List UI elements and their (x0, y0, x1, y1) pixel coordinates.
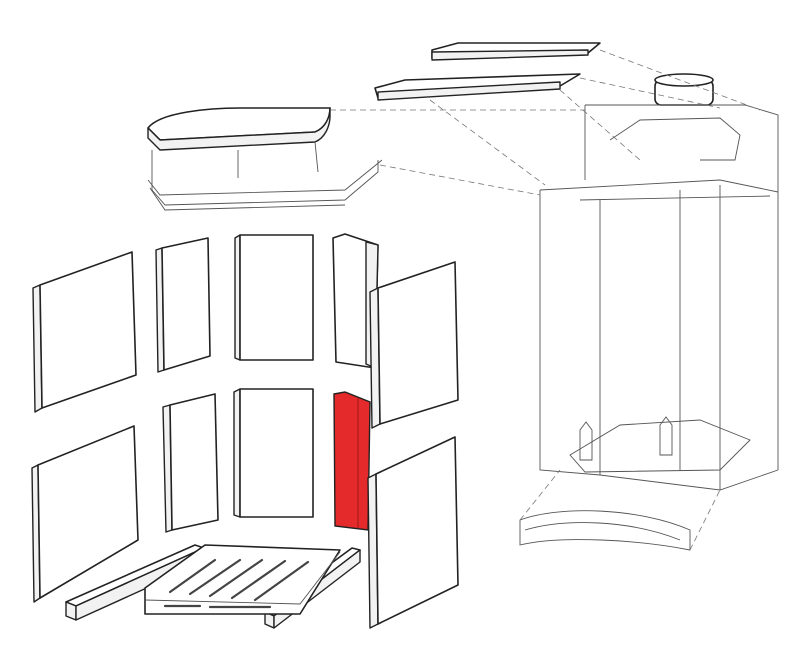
rear-lower-narrow-left-firebrick (162, 393, 219, 533)
stove-body (539, 73, 779, 491)
rear-lower-center-firebrick (233, 388, 314, 518)
rear-upper-center-firebrick (234, 234, 314, 361)
baffle-tray (147, 141, 383, 211)
left-upper-firebrick (32, 251, 137, 413)
ash-pan (519, 510, 691, 551)
explosion-guide-lines (330, 49, 761, 551)
right-lower-firebrick (367, 436, 459, 629)
curved-top-plate (147, 107, 331, 151)
top-plate-small (431, 42, 601, 61)
right-upper-firebrick (369, 261, 459, 429)
grate (144, 544, 341, 615)
rear-upper-narrow-left-firebrick (155, 237, 211, 373)
top-plate-large (374, 73, 581, 101)
highlighted-firebrick[interactable] (333, 391, 371, 531)
left-lower-firebrick (31, 425, 139, 603)
